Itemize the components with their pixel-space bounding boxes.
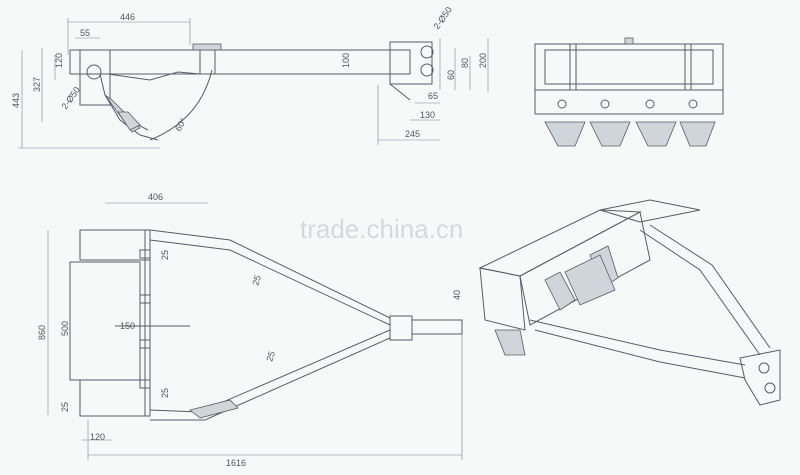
dim-hole-right: 2-Ø50 <box>431 5 454 31</box>
dim-245: 245 <box>405 129 420 139</box>
isometric-view <box>478 199 781 406</box>
dim-65: 65 <box>428 91 438 101</box>
dim-327: 327 <box>32 77 42 92</box>
dim-25-left: 25 <box>60 402 70 412</box>
side-view: 446 55 120 327 443 2-Ø50 100 60° 2-Ø50 2… <box>11 5 489 149</box>
dim-angle: 60° <box>173 116 189 133</box>
front-view <box>534 37 724 147</box>
dim-100: 100 <box>341 53 351 68</box>
dim-500: 500 <box>60 321 70 336</box>
dim-25-mid: 25 <box>160 388 170 398</box>
dim-25-top: 25 <box>160 250 170 260</box>
dim-150: 150 <box>120 321 135 331</box>
dim-446: 446 <box>120 12 135 22</box>
dim-40: 40 <box>452 290 462 300</box>
dim-200: 200 <box>478 53 488 68</box>
dim-130: 130 <box>420 110 435 120</box>
dim-443: 443 <box>11 93 21 108</box>
dim-arm-top: 25 <box>250 274 263 287</box>
dim-120: 120 <box>90 432 105 442</box>
dim-1616: 1616 <box>226 458 246 468</box>
dim-hole-left: 2-Ø50 <box>59 85 82 111</box>
dim-55: 55 <box>80 28 90 38</box>
dim-80: 80 <box>460 58 470 68</box>
plan-view: 406 25 860 500 150 25 25 120 1616 40 25 … <box>37 192 463 468</box>
dim-arm-bottom: 25 <box>264 350 277 363</box>
dim-406: 406 <box>148 192 163 202</box>
watermark: trade.china.cn <box>300 214 463 244</box>
dim-860: 860 <box>37 325 47 340</box>
dim-120: 120 <box>54 53 64 68</box>
dim-60: 60 <box>446 70 456 80</box>
